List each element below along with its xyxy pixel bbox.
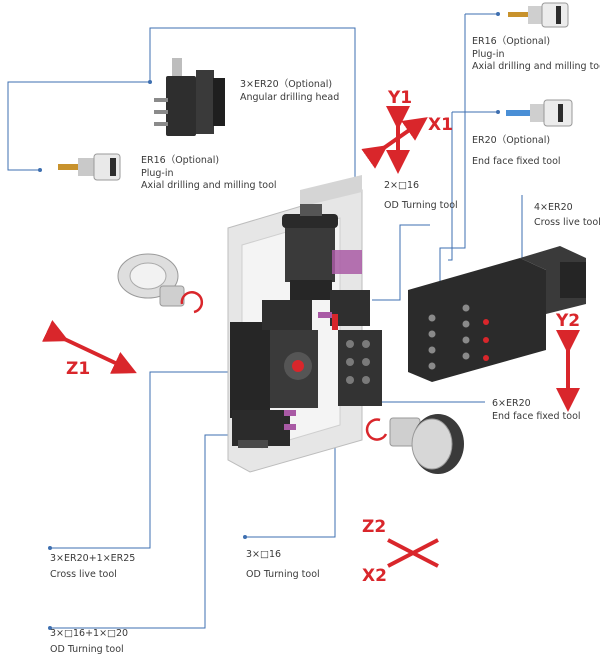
er16-tool-left — [58, 153, 121, 181]
axis-label-x1: X1 — [428, 115, 453, 135]
label-line: ER16（Optional) — [141, 155, 220, 166]
left-tool-block — [230, 300, 318, 448]
label-line: 3×□16+1×□20 — [50, 628, 129, 639]
label-line: End face fixed tool — [472, 156, 561, 167]
chuck-left — [117, 253, 204, 314]
axis-label-x2: X2 — [362, 566, 387, 586]
label-cross-right: 4×ER20 Cross live tool — [534, 200, 600, 230]
center-right-tool-block — [318, 290, 382, 406]
label-od-bottom: 3×□16+1×□20 OD Turning tool — [50, 626, 128, 658]
label-line: OD Turning tool — [384, 200, 458, 211]
label-cross-left: 3×ER20+1×ER25 Cross live tool — [50, 551, 135, 583]
axis-label-z2: Z2 — [362, 517, 387, 537]
label-line: Plug-in — [472, 48, 505, 60]
right-gang-tool-block — [408, 246, 586, 382]
label-od-mid: 3×□16 OD Turning tool — [246, 545, 320, 585]
label-line: 3×ER20（Optional) — [240, 79, 333, 90]
label-line: OD Turning tool — [246, 569, 320, 580]
label-line: 6×ER20 — [492, 398, 531, 409]
label-er16-right: ER16（Optional) Plug-in Axial drilling an… — [472, 36, 600, 74]
label-line: End face fixed tool — [492, 410, 581, 422]
label-line: Cross live tool — [534, 217, 600, 228]
chuck-right — [365, 414, 464, 474]
label-od-top: 2×□16 OD Turning tool — [384, 176, 458, 216]
axis-label-y2: Y2 — [556, 311, 581, 331]
label-line: 3×ER20+1×ER25 — [50, 553, 136, 564]
label-line: OD Turning tool — [50, 644, 124, 655]
axis-arrows — [42, 106, 580, 568]
label-angular-head: 3×ER20（Optional) Angular drilling head — [240, 79, 339, 104]
label-line: Axial drilling and milling tool — [141, 180, 277, 191]
label-line: 4×ER20 — [534, 202, 573, 213]
label-line: Cross live tool — [50, 569, 117, 580]
label-end-face-6: 6×ER20 End face fixed tool — [492, 398, 581, 423]
label-line: 3×□16 — [246, 549, 282, 560]
label-line: Axial drilling and milling tool — [472, 61, 600, 72]
er20-tool-right — [506, 99, 573, 127]
label-line: Angular drilling head — [240, 91, 340, 103]
label-line: Plug-in — [141, 167, 174, 179]
axis-label-z1: Z1 — [66, 359, 91, 379]
er16-tool-right — [508, 2, 569, 28]
label-er20-right: ER20（Optional) End face fixed tool — [472, 130, 561, 172]
label-line: ER20（Optional) — [472, 135, 551, 146]
leader-dots — [38, 12, 500, 630]
angular-drilling-head — [154, 58, 225, 136]
label-line: 2×□16 — [384, 180, 420, 191]
label-er16-left: ER16（Optional) Plug-in Axial drilling an… — [141, 155, 277, 193]
spindle-motor — [282, 204, 362, 300]
label-line: ER16（Optional) — [472, 36, 551, 47]
axis-label-y1: Y1 — [388, 88, 413, 108]
